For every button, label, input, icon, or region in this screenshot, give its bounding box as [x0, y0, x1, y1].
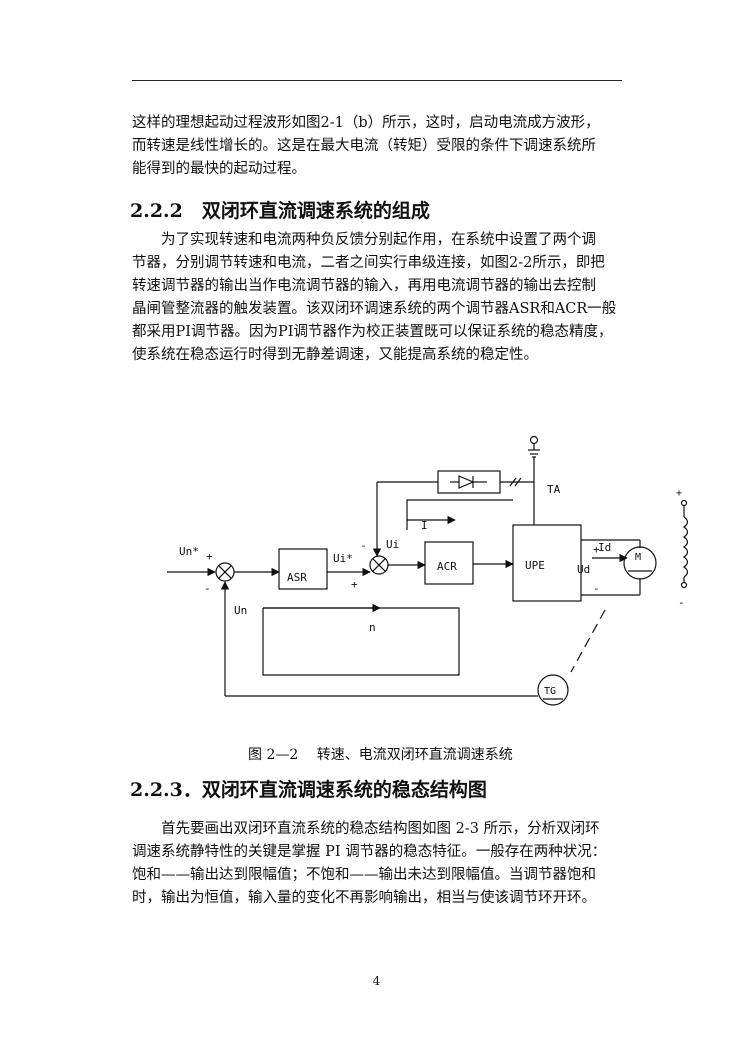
double-loop-system-diagram: Un* + - Un ASR Ui* + - Ui ACR UPE I TA +…: [167, 435, 689, 706]
rectifier-bridge-icon: [437, 470, 501, 494]
tachogenerator-icon: [537, 674, 569, 706]
upe-block: [512, 524, 582, 602]
motor-label: M: [635, 552, 641, 563]
paragraph-composition: 为了实现转速和电流两种负反馈分别起作用，在系统中设置了两个调 节器，分别调节转速…: [132, 229, 624, 367]
text-line: 为了实现转速和电流两种负反馈分别起作用，在系统中设置了两个调: [132, 232, 596, 248]
text-line: 使系统在稳态运行时得到无静差调速，又能提高系统的稳定性。: [132, 347, 538, 363]
motor-icon: [623, 546, 657, 580]
text-line: 转速调节器的输出当作电流调节器的输入，再用电流调节器的输出去控制: [132, 278, 596, 294]
un-label: Un: [234, 604, 247, 617]
shaft-coupling-line: [570, 609, 606, 673]
paragraph-startup-process: 这样的理想起动过程波形如图2-1（b）所示，这时，启动电流成方波形， 而转速是线…: [132, 112, 624, 181]
un-star-label: Un*: [179, 545, 199, 558]
text-line: 都采用PI调节器。因为PI调节器作为校正装置既可以保证系统的稳态精度，: [132, 324, 613, 340]
n-label: n: [369, 621, 376, 634]
text-line: 晶闸管整流器的触发装置。该双闭环调速系统的两个调节器ASR和ACR一般: [132, 301, 617, 317]
ui-label: Ui: [386, 538, 399, 551]
minus-sign: -: [360, 539, 367, 552]
text-line: 饱和——输出达到限幅值；不饱和——输出未达到限幅值。当调节器饱和: [132, 867, 596, 883]
minus-sign: -: [204, 582, 211, 595]
tg-label: TG: [544, 686, 556, 697]
ui-star-label: Ui*: [333, 552, 353, 565]
text-line: 节器，分别调节转速和电流，二者之间实行串级连接，如图2-2所示，即把: [132, 255, 605, 271]
acr-block: [424, 541, 474, 585]
current-summing-junction: [369, 555, 389, 575]
plus-sign: +: [676, 488, 682, 499]
section-heading-composition: 2.2.2 双闭环直流调速系统的组成: [130, 200, 430, 222]
plus-sign: +: [593, 543, 600, 556]
text-line: 能得到的最快的起动过程。: [132, 161, 306, 177]
id-label: Id: [598, 541, 611, 554]
ta-terminal-icon: [529, 435, 539, 445]
figure-caption: 图 2—2 转速、电流双闭环直流调速系统: [248, 747, 513, 763]
ud-label: Ud: [577, 563, 590, 576]
ta-label: TA: [547, 483, 561, 496]
plus-sign: +: [206, 550, 213, 563]
field-winding-icon: [680, 499, 689, 589]
minus-sign: -: [678, 596, 685, 609]
text-line: 而转速是线性增长的。这是在最大电流（转矩）受限的条件下调速系统所: [132, 138, 596, 154]
header-rule: [132, 80, 622, 81]
text-line: 调速系统静特性的关键是掌握 PI 调节器的稳态特征。一般存在两种状况：: [132, 844, 607, 860]
text-line: 首先要画出双闭环直流系统的稳态结构图如图 2-3 所示，分析双闭环: [132, 821, 600, 837]
minus-sign: -: [593, 582, 600, 595]
text-line: 这样的理想起动过程波形如图2-1（b）所示，这时，启动电流成方波形，: [132, 115, 600, 131]
i-label: I: [421, 519, 428, 532]
speed-summing-junction: [215, 562, 235, 582]
plus-sign: +: [351, 578, 358, 591]
upe-label: UPE: [525, 559, 545, 572]
section-heading-steady-state: 2.2.3．双闭环直流调速系统的稳态结构图: [130, 779, 487, 801]
asr-label: ASR: [287, 571, 307, 584]
acr-label: ACR: [437, 560, 457, 573]
speed-loop-line: [262, 607, 460, 676]
paragraph-steady-state: 首先要画出双闭环直流系统的稳态结构图如图 2-3 所示，分析双闭环 调速系统静特…: [132, 818, 624, 910]
asr-block: [278, 548, 328, 590]
text-line: 时，输出为恒值，输入量的变化不再影响输出，相当与使该调节环开环。: [132, 890, 596, 906]
page-number: 4: [372, 974, 381, 988]
